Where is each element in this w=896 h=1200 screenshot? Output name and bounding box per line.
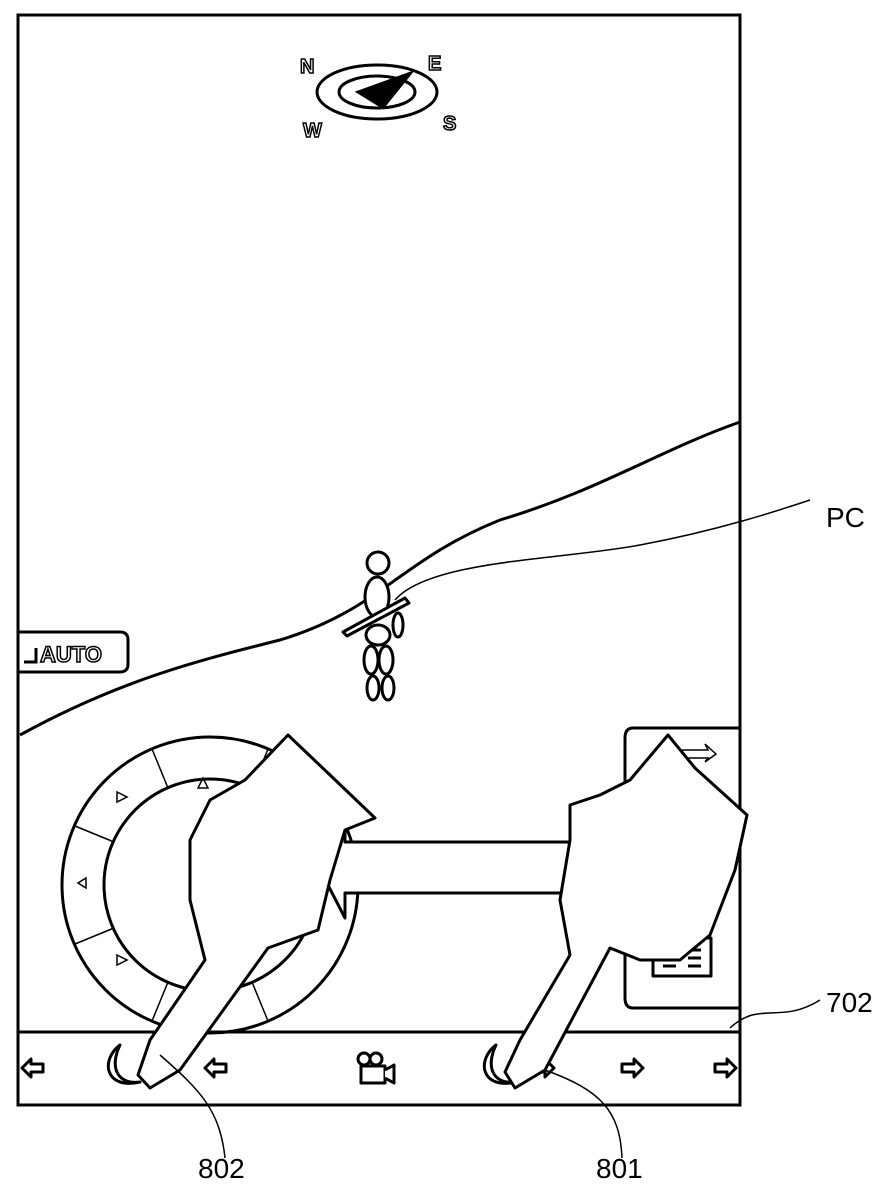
auto-icon [24,648,36,662]
camera-icon[interactable] [358,1053,394,1083]
compass-south: S [443,113,456,135]
arrow-right-icon[interactable] [622,1059,643,1077]
label-802: 802 [198,1153,245,1184]
auto-button[interactable]: AUTO [18,632,128,672]
bottom-menu-bar[interactable] [18,1032,740,1083]
player-character[interactable] [343,552,409,700]
leader-line-702 [730,1000,820,1028]
label-pc: PC [826,502,865,533]
arrow-left-icon[interactable] [22,1059,43,1077]
crescent-icon[interactable] [108,1045,140,1083]
arrow-right-icon[interactable] [715,1059,736,1077]
svg-text:AUTO: AUTO [40,642,102,667]
label-702: 702 [826,987,873,1018]
compass-east: E [428,53,441,75]
leader-line-801 [545,1070,622,1158]
compass[interactable]: N E W S [300,53,456,142]
compass-west: W [303,120,322,142]
compass-north: N [300,56,314,78]
touching-hand-801 [505,735,747,1088]
arrow-left-icon[interactable] [205,1059,226,1077]
leader-line-pc [395,500,810,600]
label-801: 801 [596,1153,643,1184]
